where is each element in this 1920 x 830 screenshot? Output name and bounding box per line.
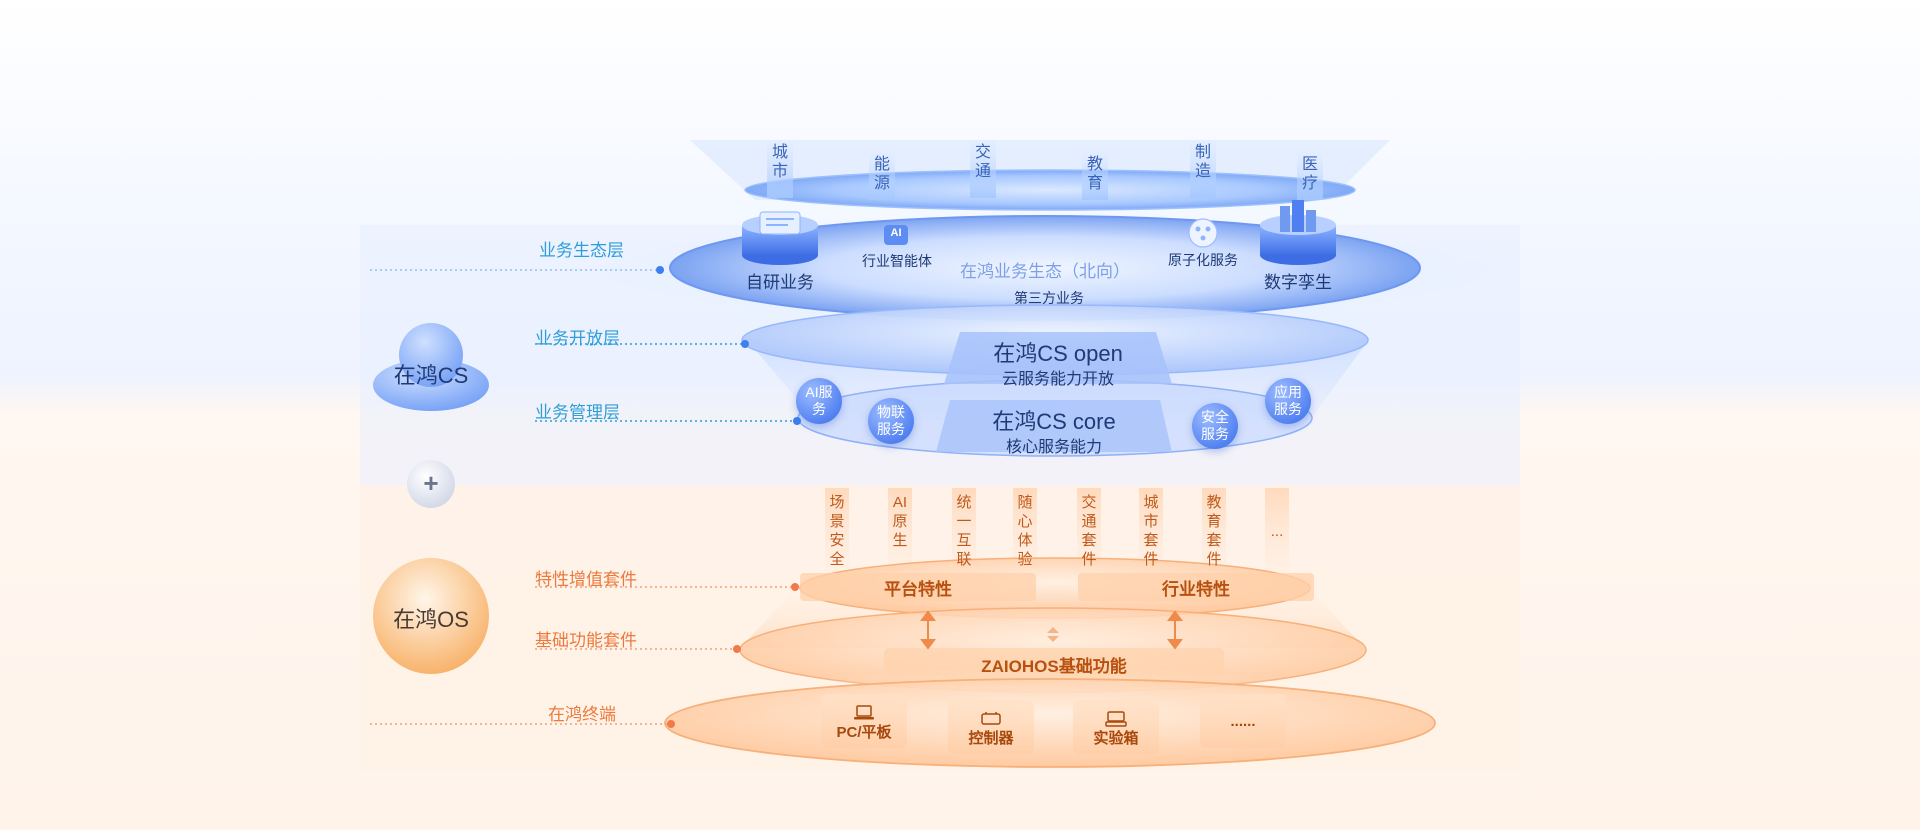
eco-center-label: 在鸿业务生态（北向）	[960, 262, 1130, 281]
controller-icon	[981, 712, 1001, 725]
layer-label-eco: 业务生态层	[539, 241, 624, 260]
industry-column	[869, 152, 895, 200]
digital-twin-label: 数字孪生	[1264, 273, 1332, 292]
ai-agent-icon: AI	[890, 227, 902, 239]
suite-label: 随心体验	[1017, 494, 1033, 568]
industry-label: 能源	[873, 156, 890, 192]
third-party-label: 第三方业务	[1014, 290, 1084, 306]
service-bubble-label: AI服务	[805, 384, 833, 417]
service-bubble-ai: AI服务	[796, 378, 842, 424]
service-bubble-label: 安全服务	[1201, 409, 1229, 442]
industry-column	[1297, 152, 1323, 200]
suite-column	[888, 488, 912, 572]
plus-icon: +	[423, 468, 439, 498]
suite-label: 场景安全	[829, 494, 845, 568]
self-dev-label: 自研业务	[746, 273, 814, 292]
industry-feature-label: 行业特性	[1162, 580, 1230, 599]
terminal-controller: 控制器	[948, 700, 1034, 754]
service-bubble-label: 物联服务	[877, 404, 905, 437]
service-bubble-security: 安全服务	[1192, 403, 1238, 449]
lab-box-icon	[1105, 711, 1127, 727]
terminal-label: 控制器	[968, 730, 1014, 747]
cs-label: 在鸿CS	[393, 363, 469, 388]
cs-core-subtitle: 核心服务能力	[1005, 439, 1102, 456]
suite-column	[1202, 488, 1226, 572]
cs-core-title: 在鸿CS core	[992, 409, 1116, 434]
terminal-more: ......	[1200, 694, 1286, 748]
suite-label: 教育套件	[1206, 494, 1222, 568]
industry-label: 交通	[974, 144, 991, 180]
suite-column	[825, 488, 849, 572]
terminal-lab-box: 实验箱	[1073, 700, 1159, 754]
industry-column	[970, 140, 996, 198]
service-bubble-iot: 物联服务	[868, 398, 914, 444]
industry-agent-label: 行业智能体	[862, 253, 932, 269]
terminal-label: 实验箱	[1093, 730, 1139, 747]
terminal-pc: PC/平板	[821, 694, 907, 748]
suite-label: 交通套件	[1081, 494, 1097, 568]
industry-column	[767, 140, 793, 198]
terminal-label: ......	[1230, 712, 1256, 730]
suite-column	[1139, 488, 1163, 572]
cs-open-title: 在鸿CS open	[993, 341, 1123, 366]
industry-label: 城市	[771, 144, 788, 180]
layer-label-mgmt: 业务管理层	[535, 403, 620, 422]
service-bubble-app: 应用服务	[1265, 378, 1311, 424]
suite-label: ...	[1270, 523, 1284, 540]
industry-label: 制造	[1194, 144, 1211, 180]
industry-label: 教育	[1086, 156, 1103, 192]
base-function-label: ZAIOHOS基础功能	[981, 657, 1127, 676]
suite-label: AI原生	[892, 494, 908, 549]
layer-label-base: 基础功能套件	[535, 631, 637, 650]
os-label: 在鸿OS	[393, 607, 469, 632]
atomic-service-label: 原子化服务	[1168, 252, 1238, 268]
platform-feature-label: 平台特性	[884, 580, 952, 599]
industry-column	[1082, 152, 1108, 200]
layer-label-terminal: 在鸿终端	[548, 705, 616, 724]
layer-label-open: 业务开放层	[535, 329, 620, 348]
suite-label: 城市套件	[1143, 494, 1159, 568]
industry-column	[1190, 140, 1216, 198]
terminal-label: PC/平板	[836, 724, 892, 741]
laptop-icon	[854, 705, 874, 720]
service-bubble-label: 应用服务	[1274, 384, 1302, 417]
cs-open-subtitle: 云服务能力开放	[1001, 371, 1114, 388]
suite-column	[1265, 488, 1289, 572]
suite-label: 统一互联	[956, 494, 972, 568]
layer-label-feature: 特性增值套件	[535, 570, 637, 589]
industry-label: 医疗	[1301, 156, 1318, 192]
suite-column	[952, 488, 976, 572]
